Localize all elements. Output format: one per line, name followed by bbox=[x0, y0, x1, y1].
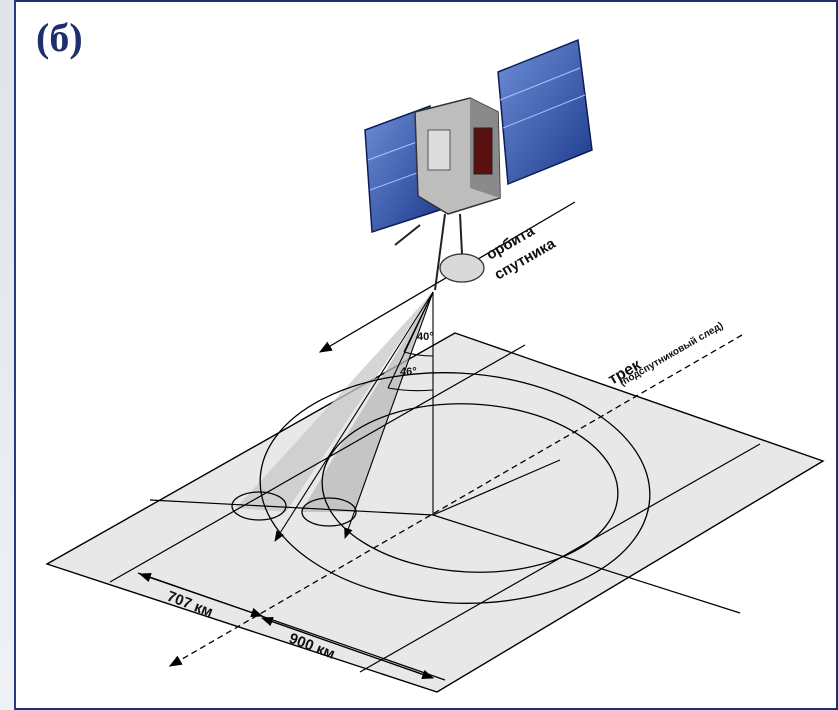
outer-beam-cone bbox=[236, 292, 433, 512]
satellite-graphic bbox=[364, 38, 593, 291]
scan-circles bbox=[231, 372, 651, 604]
antenna-dish bbox=[439, 253, 485, 283]
beam-lines bbox=[274, 291, 434, 542]
track-sublabel: (подспутниковый след) bbox=[618, 320, 725, 388]
left-window-strip bbox=[0, 0, 16, 710]
outer-footprint bbox=[231, 491, 287, 521]
angle-46-label: 46° bbox=[400, 366, 417, 378]
inner-scan-circle bbox=[321, 403, 619, 573]
angle-40-label: 40° bbox=[417, 331, 434, 343]
inner-footprint bbox=[301, 497, 357, 527]
panel-label: (б) bbox=[36, 15, 83, 60]
distance-markers bbox=[138, 572, 435, 679]
ground-track-line bbox=[168, 334, 743, 667]
solar-panel-right bbox=[497, 38, 593, 186]
outer-scan-circle bbox=[259, 372, 651, 604]
inner-beam-cone bbox=[301, 292, 433, 512]
